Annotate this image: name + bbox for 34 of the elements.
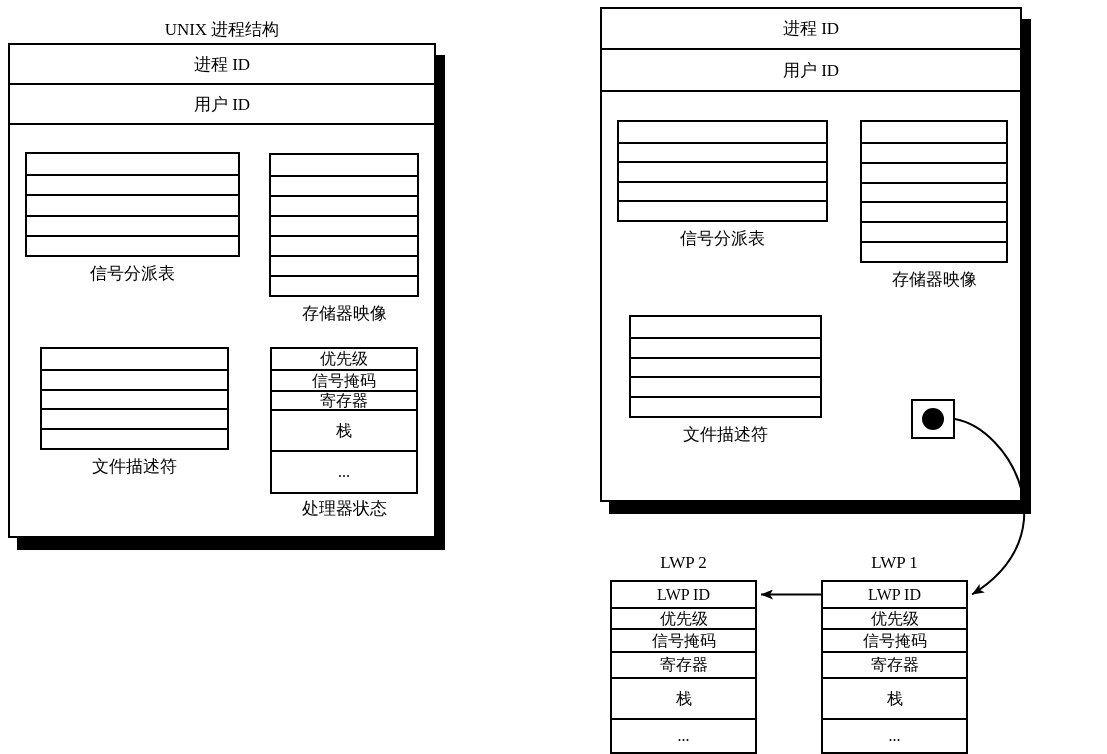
table-label: 信号分派表 — [90, 263, 175, 285]
table-title: LWP 2 — [660, 553, 707, 573]
table-label: 文件描述符 — [92, 456, 177, 478]
table-row: 优先级 — [821, 607, 968, 630]
table-label: 存储器映像 — [891, 269, 977, 291]
header-band: 用户 ID — [10, 85, 434, 125]
box-title: UNIX 进程结构 — [164, 19, 280, 41]
table-label: 存储器映像 — [301, 303, 387, 325]
table-row: 栈 — [821, 677, 968, 720]
table-row: 优先级 — [610, 607, 757, 630]
header-band: 用户 ID — [602, 50, 1020, 92]
header-band: 进程 ID — [602, 9, 1020, 50]
arrow — [954, 418, 1025, 596]
table-title: LWP 1 — [871, 553, 918, 573]
table-row: 寄存器 — [821, 651, 968, 679]
table-row: LWP ID — [610, 580, 757, 609]
table-row: 信号掩码 — [610, 628, 757, 653]
table-row: 栈 — [610, 677, 757, 720]
arrow — [760, 589, 822, 600]
header-band: 进程 ID — [10, 45, 434, 85]
table-label: 文件描述符 — [683, 424, 768, 446]
table-label: 信号分派表 — [680, 228, 765, 250]
table-row: 信号掩码 — [821, 628, 968, 653]
table-row: 优先级 — [270, 347, 418, 371]
table-row: LWP ID — [821, 580, 968, 609]
table-row: ... — [610, 718, 757, 754]
table-row: ... — [270, 450, 418, 494]
table-label: 处理器状态 — [301, 498, 387, 520]
table-row: ... — [821, 718, 968, 754]
table-row: 寄存器 — [270, 390, 418, 411]
table-row: 栈 — [270, 409, 418, 452]
table-row: 寄存器 — [610, 651, 757, 679]
pointer-box — [911, 399, 955, 439]
table-row: 信号掩码 — [270, 369, 418, 392]
